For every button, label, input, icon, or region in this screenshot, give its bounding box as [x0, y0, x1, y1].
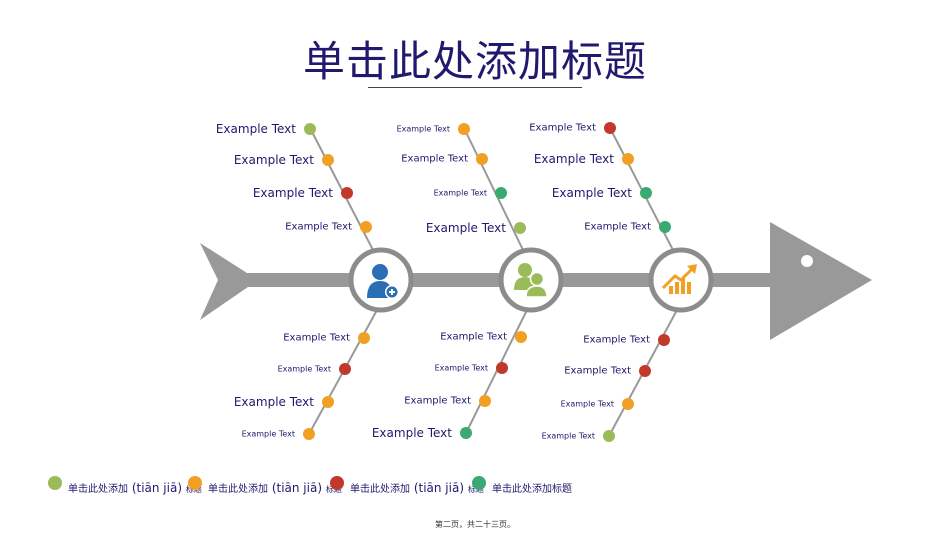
legend-pinyin: (tiān jiā) [268, 481, 326, 495]
slide-title: 单击此处添加标题 [302, 37, 647, 86]
bone-dot-red [496, 362, 508, 374]
legend-label: 单击此处添加 (tiān jiā) 标题 [68, 477, 202, 496]
fish-bone [465, 309, 528, 434]
hub-2[interactable] [498, 247, 564, 313]
bone-dot-orange [622, 153, 634, 165]
bone-dot-orange [515, 331, 527, 343]
bone-label[interactable]: Example Text [440, 331, 507, 343]
bone-dot-red [339, 363, 351, 375]
hub-3[interactable] [648, 247, 714, 313]
legend-pinyin: (tiān jiā) [128, 481, 186, 495]
bone-dot-teal [460, 427, 472, 439]
legend-pinyin: (tiān jiā) [410, 481, 468, 495]
bone-dot-orange [322, 154, 334, 166]
user-add-icon [367, 264, 399, 299]
fish-tail [200, 243, 258, 320]
bone-label[interactable]: Example Text [533, 152, 614, 166]
legend-text: 单击此处添加 [350, 484, 410, 495]
legend-text: 单击此处添加标题 [492, 484, 572, 495]
legend-dot-red [330, 476, 344, 490]
bone-label[interactable]: Example Text [277, 364, 331, 374]
bone-dot-teal [495, 187, 507, 199]
legend-text: 单击此处添加 [208, 484, 268, 495]
bone-label[interactable]: Example Text [252, 186, 333, 200]
bone-label[interactable]: Example Text [529, 122, 596, 134]
bone-label[interactable]: Example Text [584, 221, 651, 233]
bone-dot-green [603, 430, 615, 442]
bone-label[interactable]: Example Text [233, 153, 314, 167]
hub-ring [348, 247, 414, 313]
bone-dot-green [304, 123, 316, 135]
legend-dot-orange [188, 476, 202, 490]
bone-label[interactable]: Example Text [404, 395, 471, 407]
page-footer: 第二页，共二十三页。 [435, 520, 515, 529]
bone-label[interactable]: Example Text [371, 426, 452, 440]
bone-dot-red [341, 187, 353, 199]
bone-label[interactable]: Example Text [564, 365, 631, 377]
bone-label[interactable]: Example Text [583, 334, 650, 346]
bone-dot-orange [322, 396, 334, 408]
fish-head [770, 222, 872, 340]
bone-dot-red [604, 122, 616, 134]
bone-dot-orange [303, 428, 315, 440]
bone-dot-orange [358, 332, 370, 344]
bone-label[interactable]: Example Text [560, 399, 614, 409]
legend-dot-teal [472, 476, 486, 490]
legend-label: 单击此处添加标题 [492, 477, 572, 496]
legend-label: 单击此处添加 (tiān jiā) 标题 [208, 477, 342, 496]
bone-label[interactable]: Example Text [215, 122, 296, 136]
title-underline [368, 87, 582, 88]
bone-dot-orange [622, 398, 634, 410]
bone-dot-orange [360, 221, 372, 233]
bone-label[interactable]: Example Text [233, 395, 314, 409]
bone-label[interactable]: Example Text [434, 363, 488, 373]
fish-eye [801, 255, 813, 267]
bone-label[interactable]: Example Text [551, 186, 632, 200]
hub-1[interactable] [348, 247, 414, 313]
bone-label[interactable]: Example Text [541, 431, 595, 441]
bone-dot-green [514, 222, 526, 234]
bone-dot-teal [659, 221, 671, 233]
bone-label[interactable]: Example Text [433, 188, 487, 198]
legend-dot-green [48, 476, 62, 490]
bone-label[interactable]: Example Text [283, 332, 350, 344]
legend-label: 单击此处添加 (tiān jiā) 标题 [350, 477, 484, 496]
bone-dot-orange [476, 153, 488, 165]
bone-label[interactable]: Example Text [285, 221, 352, 233]
fish-bone [463, 127, 524, 251]
legend-text: 单击此处添加 [68, 484, 128, 495]
bone-label[interactable]: Example Text [396, 124, 450, 134]
bone-dot-orange [479, 395, 491, 407]
bone-label[interactable]: Example Text [401, 153, 468, 165]
growth-chart-icon [661, 264, 697, 294]
bone-dot-red [658, 334, 670, 346]
users-icon [514, 263, 548, 298]
bone-dot-red [639, 365, 651, 377]
bone-dot-orange [458, 123, 470, 135]
bone-label[interactable]: Example Text [425, 221, 506, 235]
bone-label[interactable]: Example Text [241, 429, 295, 439]
bone-dot-teal [640, 187, 652, 199]
